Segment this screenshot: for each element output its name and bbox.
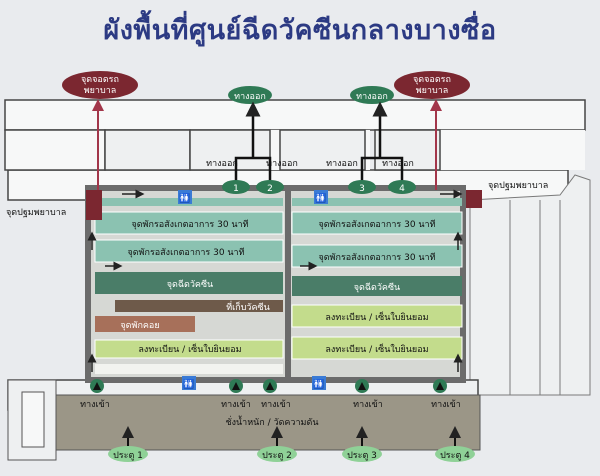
exit-label-4: ทางออก — [382, 159, 414, 169]
gate-4: ประตู 4 — [435, 446, 475, 462]
gate-4-label: ประตู 4 — [440, 451, 470, 461]
ambulance-left-line1: จุดจอดรถ — [81, 75, 119, 85]
ambulance-right-line1: จุดจอดรถ — [413, 75, 451, 85]
vaccine-storage: ที่เก็บวัคซีน — [226, 300, 270, 313]
left-hall — [85, 185, 291, 383]
right-registration-zone-2: ลงทะเบียน / เซ็นใบยินยอม — [325, 342, 428, 355]
first-aid-room-left — [86, 190, 102, 220]
left-vaccination-zone: จุดฉีดวัคซีน — [167, 279, 213, 290]
page-title: ผังพื้นที่ศูนย์ฉีดวัคซีนกลางบางซื่อ — [103, 15, 497, 46]
entrance-label-5: ทางเข้า — [431, 399, 461, 410]
exit-number-2: 2 — [267, 184, 273, 194]
svg-text:🚻: 🚻 — [183, 378, 194, 390]
entrance-label-1: ทางเข้า — [80, 399, 110, 410]
gate-2-label: ประตู 2 — [262, 451, 292, 461]
right-rest-zone-2: จุดพักรอสังเกตอาการ 30 นาที — [318, 252, 435, 263]
exit-oval-3: 3 — [348, 180, 376, 194]
exit-oval-2: 2 — [256, 180, 284, 194]
right-structure — [469, 174, 591, 396]
ambulance-left: จุดจอดรถ พยาบาล — [62, 71, 138, 99]
entrance-label-4: ทางเข้า — [353, 399, 383, 410]
right-vaccination-zone: จุดฉีดวัคซีน — [354, 282, 400, 293]
exit-label-2: ทางออก — [266, 159, 298, 169]
exit-oval-1: 1 — [222, 180, 250, 194]
entrance-label-3: ทางเข้า — [261, 399, 291, 410]
exit-label-1: ทางออก — [206, 159, 238, 169]
gate-3-label: ประตู 3 — [347, 451, 377, 461]
first-aid-right-label: จุดปฐมพยาบาล — [488, 181, 548, 191]
right-rest-zone-1: จุดพักรอสังเกตอาการ 30 นาที — [318, 219, 435, 230]
gate-1: ประตู 1 — [108, 446, 148, 462]
gate-1-label: ประตู 1 — [113, 451, 143, 461]
restroom-icon: 🚻 — [312, 376, 326, 390]
restroom-icon: 🚻 — [182, 376, 196, 390]
top-exit-1: ทางออก — [228, 86, 272, 104]
first-aid-room-right — [466, 190, 482, 208]
entrance-corridor — [7, 379, 481, 461]
restroom-icon: 🚻 — [178, 190, 192, 204]
waiting-area: จุดพักคอย — [120, 321, 159, 331]
exit-label-3: ทางออก — [326, 159, 358, 169]
exit-number-3: 3 — [359, 184, 365, 194]
flow-arrows — [87, 189, 463, 372]
exit-number-1: 1 — [233, 184, 239, 194]
right-hall — [285, 185, 466, 383]
gate-2: ประตู 2 — [257, 446, 297, 462]
left-rest-zone-2: จุดพักรอสังเกตอาการ 30 นาที — [127, 247, 244, 258]
entrance-label-2: ทางเข้า — [221, 399, 251, 410]
top-exit-2: ทางออก — [350, 86, 394, 104]
right-registration-zone-1: ลงทะเบียน / เซ็นใบยินยอม — [325, 310, 428, 323]
gate-3: ประตู 3 — [342, 446, 382, 462]
left-rest-zone-1: จุดพักรอสังเกตอาการ 30 นาที — [131, 219, 248, 230]
first-aid-left-label: จุดปฐมพยาบาล — [6, 208, 66, 218]
building-blocks — [104, 129, 441, 171]
restroom-icon: 🚻 — [314, 190, 328, 204]
top-exit-2-label: ทางออก — [356, 92, 388, 102]
svg-text:🚻: 🚻 — [313, 378, 324, 390]
ambulance-right: จุดจอดรถ พยาบาล — [394, 71, 470, 99]
weigh-area-label: ชั่งน้ำหนัก / วัดความดัน — [226, 415, 319, 428]
ambulance-left-line2: พยาบาล — [84, 86, 117, 96]
top-exit-1-label: ทางออก — [234, 92, 266, 102]
left-registration-zone: ลงทะเบียน / เซ็นใบยินยอม — [138, 342, 241, 355]
svg-text:🚻: 🚻 — [315, 192, 326, 204]
gate-arrows — [122, 426, 461, 448]
ambulance-right-line2: พยาบาล — [416, 86, 449, 96]
svg-text:🚻: 🚻 — [179, 192, 190, 204]
exit-paths — [234, 101, 404, 182]
exit-number-4: 4 — [399, 184, 405, 194]
entrance-arrow-heads — [93, 382, 444, 390]
exit-oval-4: 4 — [388, 180, 416, 194]
